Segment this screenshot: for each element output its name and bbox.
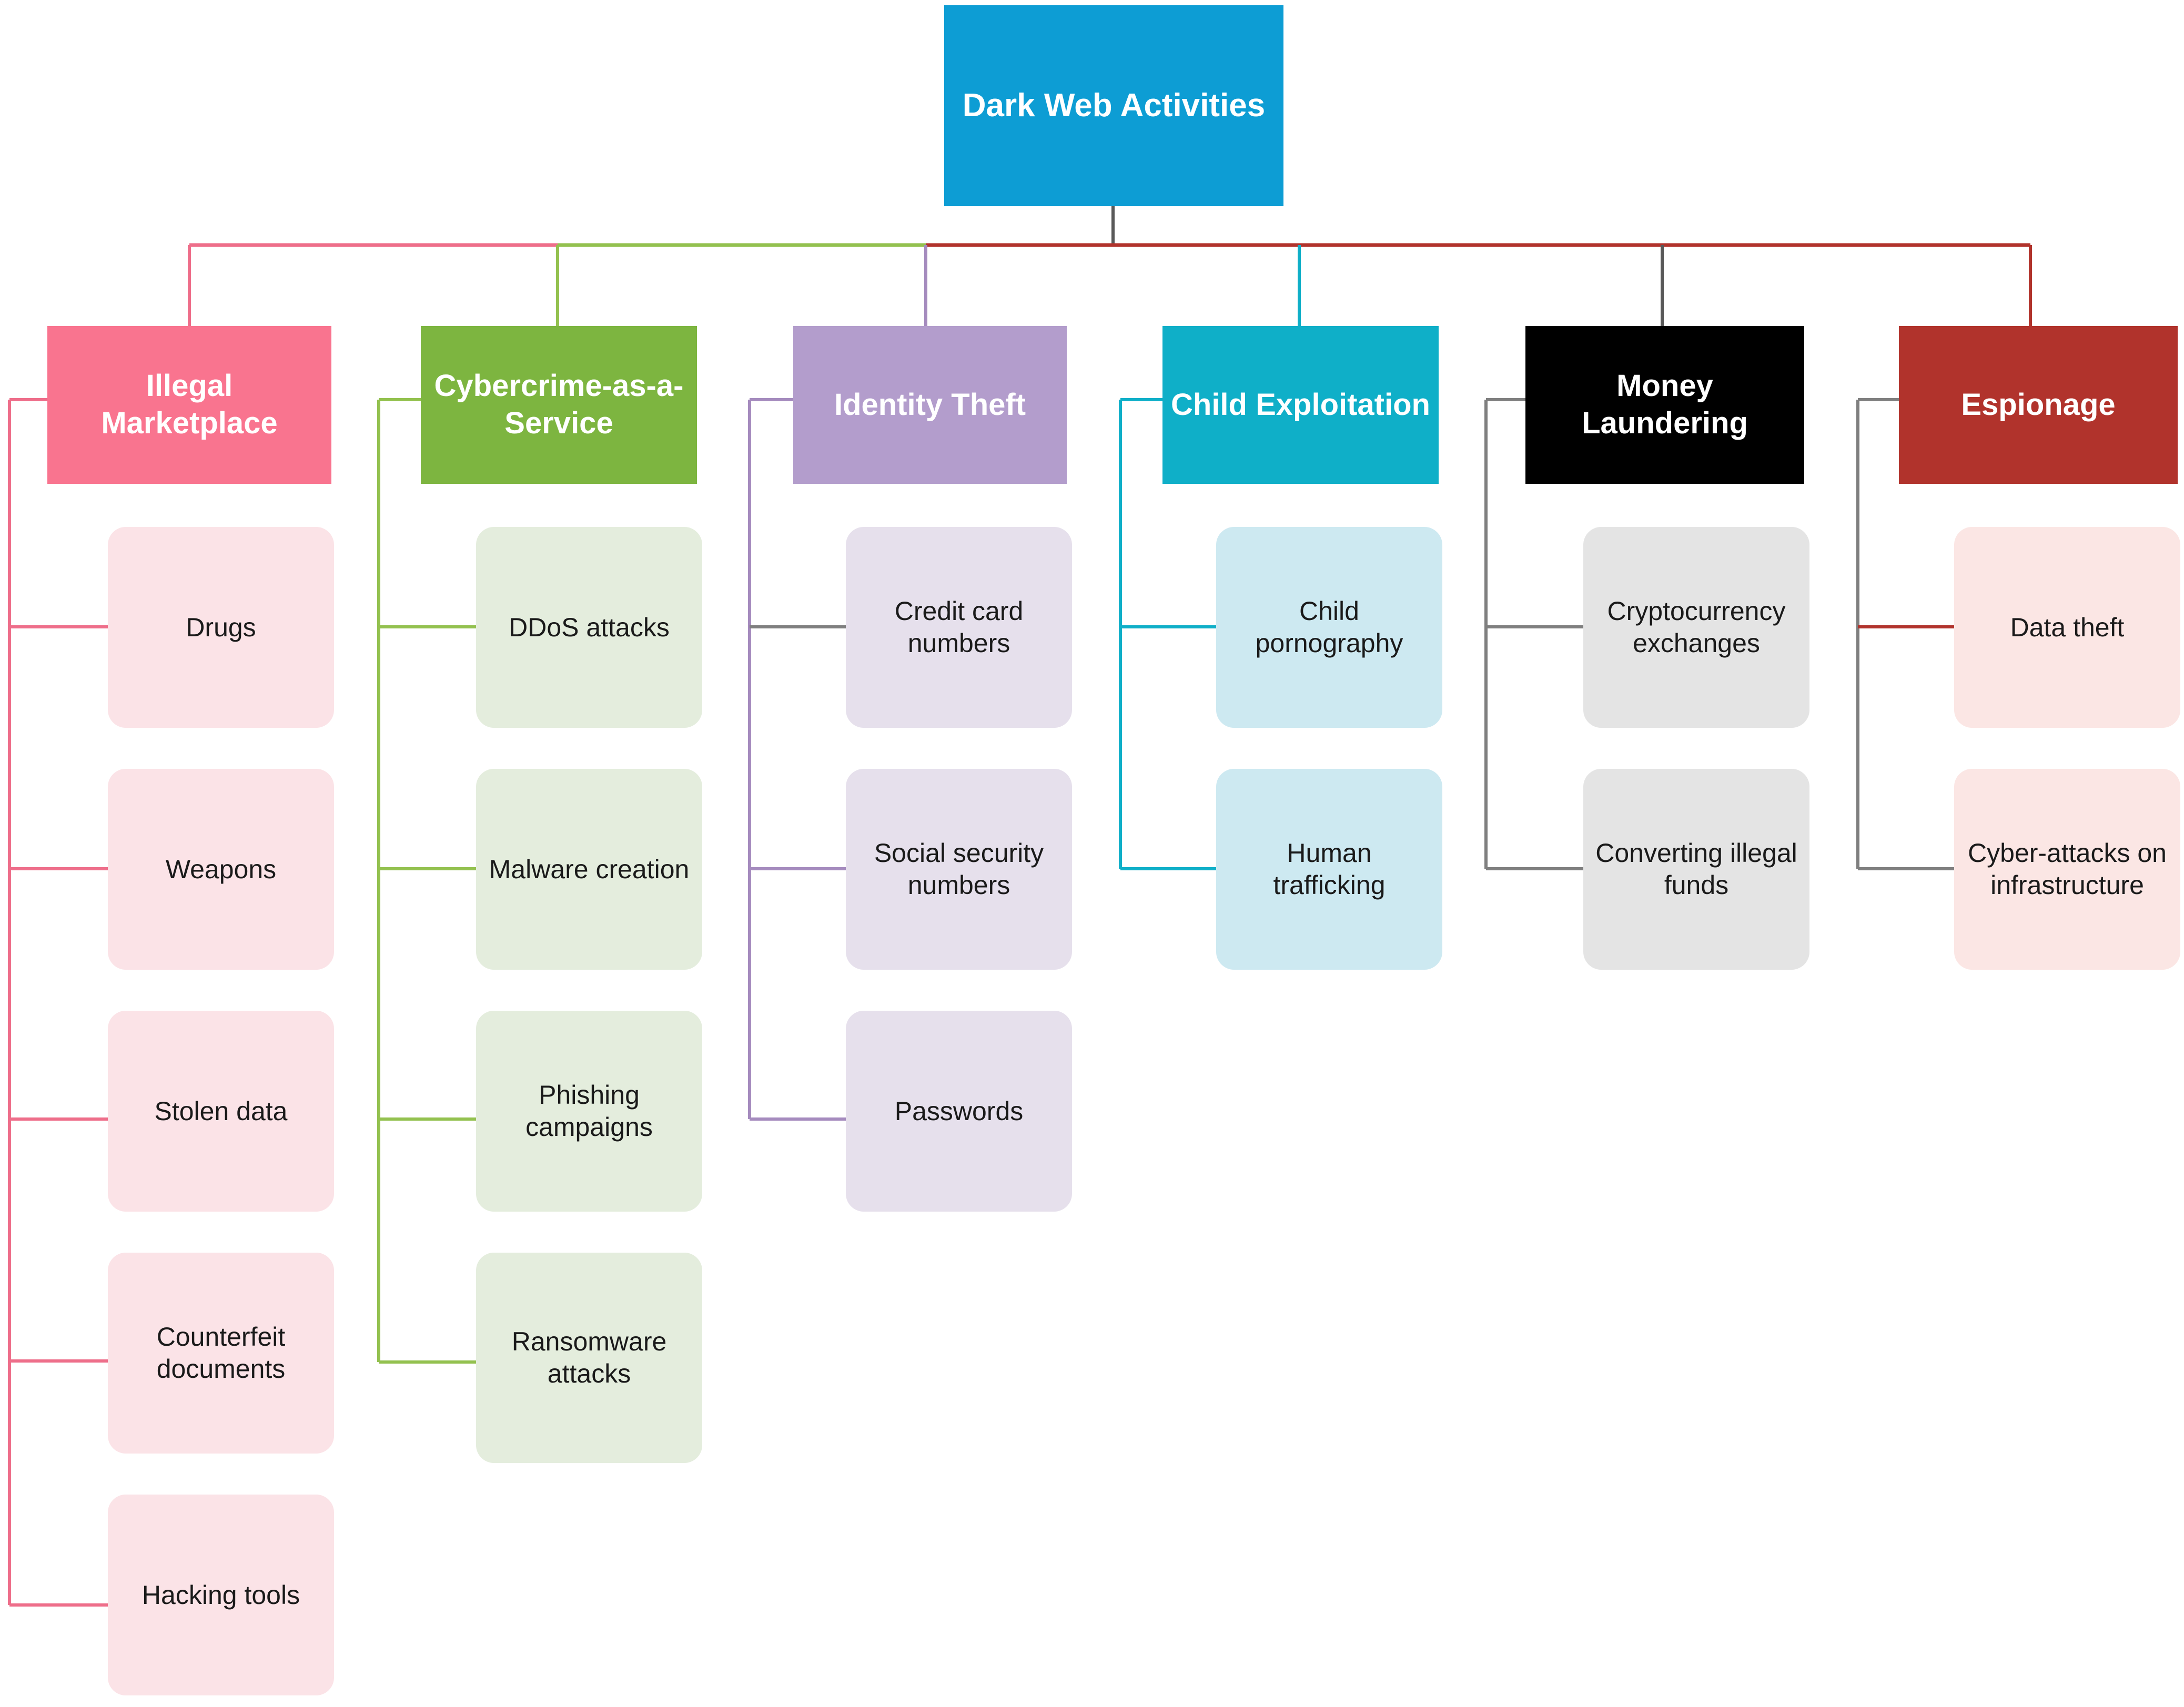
category-label-espionage: Espionage xyxy=(1961,387,2116,422)
leaf-node-ransomware-attacks[interactable]: Ransomware attacks xyxy=(476,1253,702,1463)
leaf-label-counterfeit-documents: Counterfeit documents xyxy=(156,1322,286,1384)
category-node-identity-theft[interactable]: Identity Theft xyxy=(793,326,1067,484)
category-label-identity-theft: Identity Theft xyxy=(834,387,1026,422)
leaf-label-passwords: Passwords xyxy=(894,1096,1024,1126)
leaf-label-drugs: Drugs xyxy=(186,612,256,642)
root-node-dark-web-activities[interactable]: Dark Web Activities xyxy=(944,5,1283,206)
category-label-money-laundering: Money Laundering xyxy=(1582,369,1748,440)
category-label-child-exploitation: Child Exploitation xyxy=(1171,387,1430,422)
root-node-label: Dark Web Activities xyxy=(962,87,1266,124)
category-node-child-exploitation[interactable]: Child Exploitation xyxy=(1162,326,1439,484)
leaf-node-social-security-numbers[interactable]: Social security numbers xyxy=(846,769,1072,970)
leaf-label-stolen-data: Stolen data xyxy=(154,1096,288,1126)
leaf-node-data-theft[interactable]: Data theft xyxy=(1954,527,2180,728)
leaf-label-cyber-attacks-on-infrastructure: Cyber-attacks on infrastructure xyxy=(1968,838,2167,900)
leaf-node-credit-card-numbers[interactable]: Credit card numbers xyxy=(846,527,1072,728)
leaf-label-cryptocurrency-exchanges: Cryptocurrency exchanges xyxy=(1607,596,1786,658)
leaf-node-drugs[interactable]: Drugs xyxy=(108,527,334,728)
leaf-label-social-security-numbers: Social security numbers xyxy=(874,838,1044,900)
leaf-node-stolen-data[interactable]: Stolen data xyxy=(108,1011,334,1212)
leaf-node-human-trafficking[interactable]: Human trafficking xyxy=(1216,769,1442,970)
leaf-label-malware-creation: Malware creation xyxy=(489,854,690,884)
leaf-node-phishing-campaigns[interactable]: Phishing campaigns xyxy=(476,1011,702,1212)
leaf-label-human-trafficking: Human trafficking xyxy=(1273,838,1386,900)
leaf-label-weapons: Weapons xyxy=(165,854,277,884)
leaf-node-malware-creation[interactable]: Malware creation xyxy=(476,769,702,970)
leaf-node-cryptocurrency-exchanges[interactable]: Cryptocurrency exchanges xyxy=(1583,527,1809,728)
category-label-illegal-marketplace: Illegal Marketplace xyxy=(101,369,278,440)
leaf-node-cyber-attacks-on-infrastructure[interactable]: Cyber-attacks on infrastructure xyxy=(1954,769,2180,970)
category-node-money-laundering[interactable]: Money Laundering xyxy=(1525,326,1804,484)
leaf-node-ddos-attacks[interactable]: DDoS attacks xyxy=(476,527,702,728)
leaf-label-data-theft: Data theft xyxy=(2010,612,2125,642)
leaf-label-credit-card-numbers: Credit card numbers xyxy=(894,596,1024,658)
category-node-cybercrime-as-a-service[interactable]: Cybercrime-as-a-Service xyxy=(421,326,697,484)
leaf-label-child-pornography: Child pornography xyxy=(1255,596,1403,658)
category-node-illegal-marketplace[interactable]: Illegal Marketplace xyxy=(47,326,331,484)
leaf-node-weapons[interactable]: Weapons xyxy=(108,769,334,970)
leaf-node-hacking-tools[interactable]: Hacking tools xyxy=(108,1495,334,1695)
leaf-label-hacking-tools: Hacking tools xyxy=(141,1580,300,1610)
leaf-label-phishing-campaigns: Phishing campaigns xyxy=(525,1080,653,1142)
leaf-node-counterfeit-documents[interactable]: Counterfeit documents xyxy=(108,1253,334,1454)
leaf-node-child-pornography[interactable]: Child pornography xyxy=(1216,527,1442,728)
leaf-node-converting-illegal-funds[interactable]: Converting illegal funds xyxy=(1583,769,1809,970)
category-label-cybercrime-as-a-service: Cybercrime-as-a-Service xyxy=(434,369,684,440)
leaf-label-ransomware-attacks: Ransomware attacks xyxy=(511,1327,667,1388)
leaf-node-passwords[interactable]: Passwords xyxy=(846,1011,1072,1212)
category-node-espionage[interactable]: Espionage xyxy=(1899,326,2178,484)
leaf-label-converting-illegal-funds: Converting illegal funds xyxy=(1595,838,1797,900)
leaf-label-ddos-attacks: DDoS attacks xyxy=(509,612,670,642)
